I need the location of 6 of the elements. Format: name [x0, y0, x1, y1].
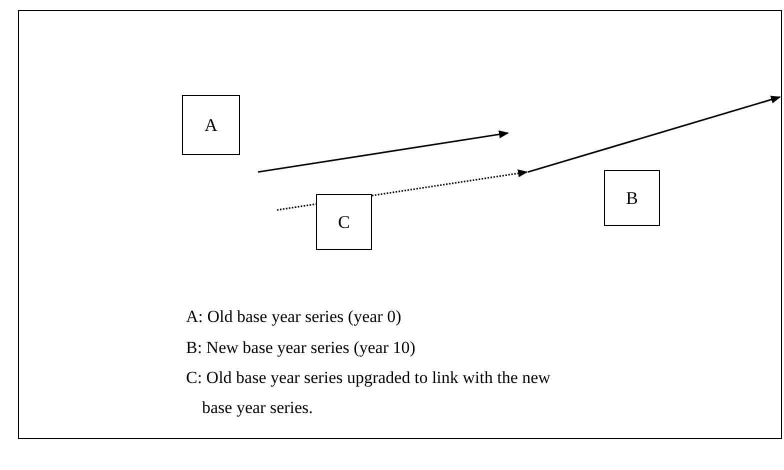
legend-note: A: Old base year series (year 0) [186, 306, 402, 328]
label-box: B [604, 170, 660, 226]
label-box: C [316, 194, 372, 250]
legend-note: B: New base year series (year 10) [186, 337, 416, 359]
legend-note: C: Old base year series upgraded to link with the new base year series. [186, 367, 552, 419]
label-box: A [182, 95, 240, 155]
